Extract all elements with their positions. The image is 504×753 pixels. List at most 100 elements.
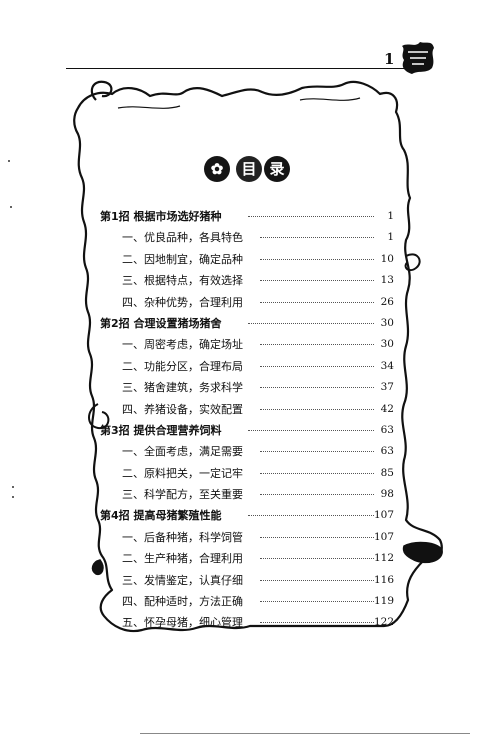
toc-section-entry[interactable]: 三、猪舍建筑，务求科学 37 — [100, 377, 400, 398]
toc-entry-page-number: 119 — [373, 595, 394, 608]
dot-leader — [260, 451, 374, 453]
toc-chapter-entry[interactable]: 第3招 提供合理营养饲料 63 — [100, 420, 400, 441]
scroll-tab-right — [402, 541, 443, 564]
dot-leader — [260, 408, 374, 410]
dot-leader — [248, 429, 374, 431]
toc-entry-title: 二、生产种猪，合理利用 — [122, 552, 243, 566]
toc-entry-title: 三、科学配方，至关重要 — [122, 488, 243, 502]
dot-leader — [248, 216, 374, 217]
scroll-curl-left — [88, 403, 110, 430]
toc-section-entry[interactable]: 二、功能分区，合理布局 34 — [100, 356, 400, 377]
toc-entry-title: 第1招 根据市场选好猪种 — [100, 210, 222, 223]
toc-entry-page-number: 30 — [380, 338, 394, 351]
toc-entry-page-number: 1 — [387, 210, 394, 222]
toc-entry-page-number: 37 — [380, 381, 394, 394]
toc-entry-page-number: 13 — [380, 274, 394, 287]
toc-entry-page-number: 34 — [380, 359, 394, 372]
toc-entry-page-number: 85 — [380, 466, 394, 479]
toc-section-entry[interactable]: 四、养猪设备，实效配置 42 — [100, 399, 400, 420]
dot-leader — [260, 601, 374, 603]
dot-leader — [260, 258, 374, 260]
dot-leader — [260, 494, 374, 496]
table-of-contents: 第1招 根据市场选好猪种 1 一、优良品种，各具特色 1 二、因地制宜，确定品种 10 三、… — [100, 206, 400, 634]
toc-section-entry[interactable]: 三、发情鉴定，认真仔细 116 — [100, 570, 400, 591]
toc-entry-page-number: 122 — [373, 616, 394, 629]
scroll-curl-top — [90, 80, 113, 101]
toc-entry-title: 第4招 提高母猪繁殖性能 — [100, 509, 222, 523]
toc-entry-title: 四、养猪设备，实效配置 — [122, 402, 243, 416]
toc-entry-page-number: 42 — [380, 402, 394, 415]
toc-section-entry[interactable]: 二、原料把关，一定记牢 85 — [100, 463, 400, 484]
toc-section-entry[interactable]: 二、因地制宜，确定品种 10 — [100, 249, 400, 270]
dot-leader — [260, 558, 374, 560]
toc-chapter-entry[interactable]: 第1招 根据市场选好猪种 1 — [100, 206, 400, 227]
dot-leader — [260, 536, 374, 538]
toc-section-entry[interactable]: 四、杂种优势，合理利用 26 — [100, 292, 400, 313]
dot-leader — [260, 579, 374, 581]
toc-chapter-entry[interactable]: 第4招 提高母猪繁殖性能 107 — [100, 505, 400, 526]
toc-entry-page-number: 112 — [373, 552, 394, 565]
toc-entry-page-number: 10 — [380, 252, 394, 265]
toc-entry-page-number: 98 — [380, 488, 394, 501]
toc-entry-title: 二、因地制宜，确定品种 — [122, 252, 243, 266]
dot-leader — [248, 322, 374, 324]
corner-ornament-icon — [402, 42, 434, 74]
scan-speck — [12, 496, 14, 498]
dot-leader — [260, 472, 374, 474]
scroll-tab-left — [91, 559, 104, 576]
scan-speck — [12, 486, 14, 488]
toc-entry-title: 五、怀孕母猪，细心管理 — [122, 616, 243, 630]
scroll-curl-right — [404, 253, 421, 272]
header-rule — [66, 68, 406, 69]
toc-entry-title: 第2招 合理设置猪场猪舍 — [100, 316, 222, 330]
toc-title-right-glyph: 录 — [264, 156, 290, 182]
toc-entry-page-number: 30 — [380, 316, 394, 329]
toc-section-entry[interactable]: 三、科学配方，至关重要 98 — [100, 484, 400, 505]
toc-heading: ✿ 目 录 — [202, 156, 302, 184]
toc-section-entry[interactable]: 一、全面考虑，满足需要 63 — [100, 441, 400, 462]
toc-section-entry[interactable]: 三、根据特点，有效选择 13 — [100, 270, 400, 291]
toc-entry-page-number: 1 — [387, 231, 394, 244]
toc-entry-title: 第3招 提供合理营养饲料 — [100, 423, 222, 437]
toc-entry-page-number: 63 — [380, 423, 394, 436]
toc-section-entry[interactable]: 五、怀孕母猪，细心管理 122 — [100, 612, 400, 633]
toc-chapter-entry[interactable]: 第2招 合理设置猪场猪舍 30 — [100, 313, 400, 334]
toc-entry-title: 四、杂种优势，合理利用 — [122, 295, 243, 309]
dot-leader — [260, 280, 374, 282]
toc-entry-title: 一、后备种猪，科学饲管 — [122, 530, 243, 544]
toc-entry-title: 一、周密考虑，确定场址 — [122, 338, 243, 352]
dot-leader — [260, 301, 374, 303]
scroll-inner-tear — [117, 97, 361, 109]
dot-leader — [248, 515, 374, 517]
dot-leader — [260, 365, 374, 367]
toc-entry-page-number: 116 — [373, 573, 394, 586]
toc-entry-title: 三、根据特点，有效选择 — [122, 274, 243, 288]
toc-title-ornament-left: ✿ — [204, 156, 230, 182]
scan-speck — [10, 206, 12, 208]
toc-entry-title: 四、配种适时，方法正确 — [122, 595, 243, 609]
toc-section-entry[interactable]: 一、优良品种，各具特色 1 — [100, 227, 400, 248]
toc-entry-title: 三、发情鉴定，认真仔细 — [122, 573, 243, 587]
toc-entry-page-number: 26 — [380, 295, 394, 308]
toc-entry-title: 二、功能分区，合理布局 — [122, 359, 243, 373]
dot-leader — [260, 622, 374, 624]
toc-entry-page-number: 63 — [380, 445, 394, 458]
toc-entry-page-number: 107 — [373, 530, 394, 543]
toc-entry-title: 一、全面考虑，满足需要 — [122, 445, 243, 459]
toc-entry-title: 一、优良品种，各具特色 — [122, 231, 243, 245]
footer-rule — [140, 733, 470, 734]
toc-section-entry[interactable]: 四、配种适时，方法正确 119 — [100, 591, 400, 612]
toc-section-entry[interactable]: 一、周密考虑，确定场址 30 — [100, 334, 400, 355]
dot-leader — [260, 387, 374, 389]
toc-entry-title: 二、原料把关，一定记牢 — [122, 466, 243, 480]
scan-speck — [8, 160, 10, 162]
dot-leader — [260, 344, 374, 346]
toc-entry-page-number: 107 — [373, 509, 394, 522]
toc-section-entry[interactable]: 二、生产种猪，合理利用 112 — [100, 548, 400, 569]
toc-title-left-glyph: 目 — [236, 156, 262, 182]
toc-entry-title: 三、猪舍建筑，务求科学 — [122, 381, 243, 395]
toc-section-entry[interactable]: 一、后备种猪，科学饲管 107 — [100, 527, 400, 548]
dot-leader — [260, 237, 374, 239]
page-number: 1 — [384, 50, 395, 68]
